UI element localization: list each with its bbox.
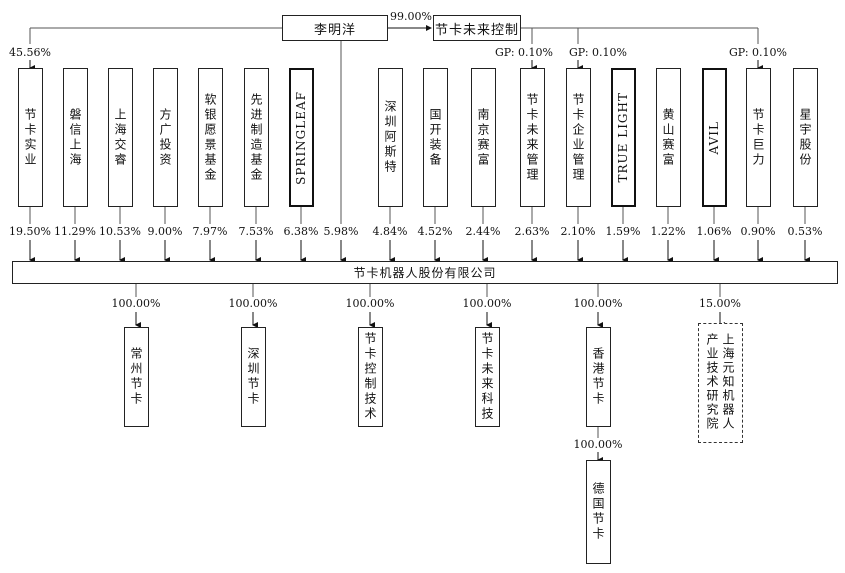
- sub-subsidiary-box: 德国节卡: [585, 460, 611, 564]
- shareholder-box: 节卡实业: [17, 68, 43, 207]
- shareholder-box-label: 黄山赛富: [661, 107, 675, 168]
- shareholder-box-label: 磐信上海: [68, 107, 82, 168]
- gp-label: GP: 0.10%: [569, 46, 627, 59]
- company-box: 节卡机器人股份有限公司: [12, 261, 838, 284]
- shareholder-box: 星宇股份: [792, 68, 818, 207]
- subsidiary-pct: 100.00%: [227, 297, 279, 310]
- shareholder-pct: 1.59%: [604, 225, 642, 238]
- shareholder-box: 南京赛富: [470, 68, 496, 207]
- gp-label: GP: 0.10%: [729, 46, 787, 59]
- shareholder-box-label: 先进制造基金: [249, 92, 263, 183]
- controller-to-platform-pct: 99.00%: [389, 10, 433, 23]
- shareholder-box-label: 节卡企业管理: [571, 92, 585, 183]
- subsidiary-pct: 100.00%: [110, 297, 162, 310]
- shareholder-pct: 2.63%: [513, 225, 551, 238]
- controller-to-shiye-pct: 45.56%: [8, 46, 52, 59]
- shareholder-pct: 0.53%: [786, 225, 824, 238]
- shareholder-box: 先进制造基金: [243, 68, 269, 207]
- subsidiary-box: 常州节卡: [123, 327, 149, 427]
- shareholder-pct: 4.52%: [416, 225, 454, 238]
- shareholder-box: 节卡未来管理: [519, 68, 545, 207]
- shareholder-box-label: AVIL: [707, 120, 721, 155]
- subsidiary-box-label: 节卡未来科技: [480, 332, 494, 422]
- shareholder-box-label: 上海交睿: [113, 107, 127, 168]
- shareholder-pct: 11.29%: [53, 225, 97, 238]
- shareholder-box-label: TRUE LIGHT: [616, 92, 630, 183]
- shareholder-box: AVIL: [701, 68, 727, 207]
- controller-box: 李明洋: [282, 15, 388, 41]
- subsidiary-pct: 100.00%: [572, 297, 624, 310]
- shareholder-box: TRUE LIGHT: [610, 68, 636, 207]
- subsidiary-pct: 100.00%: [461, 297, 513, 310]
- shareholder-box: 国开装备: [422, 68, 448, 207]
- controller-name: 李明洋: [313, 22, 356, 38]
- platform-name: 节卡未来控制: [434, 22, 519, 38]
- shareholder-pct: 0.90%: [739, 225, 777, 238]
- shareholder-box: 软银愿景基金: [197, 68, 223, 207]
- sub-subsidiary-pct: 100.00%: [572, 438, 624, 451]
- shareholder-box: 方广投资: [152, 68, 178, 207]
- subsidiary-box-label: 上海元知机器人产业技术研究院: [705, 333, 735, 431]
- shareholder-pct: 7.97%: [191, 225, 229, 238]
- shareholder-pct: 2.10%: [559, 225, 597, 238]
- shareholder-box-label: 星宇股份: [798, 107, 812, 168]
- shareholder-box-label: 软银愿景基金: [203, 92, 217, 183]
- shareholder-box-label: 节卡巨力: [751, 107, 765, 168]
- subsidiary-box: 香港节卡: [585, 327, 611, 427]
- shareholder-box-label: 节卡未来管理: [525, 92, 539, 183]
- shareholder-box: 节卡巨力: [745, 68, 771, 207]
- shareholder-box: SPRINGLEAF: [288, 68, 314, 207]
- shareholder-box-label: 方广投资: [158, 107, 172, 168]
- shareholder-pct: 6.38%: [282, 225, 320, 238]
- shareholder-box-label: 深圳阿斯特: [383, 100, 397, 175]
- platform-box: 节卡未来控制: [433, 15, 521, 41]
- subsidiary-box: 节卡未来科技: [474, 327, 500, 427]
- shareholder-pct: 1.22%: [649, 225, 687, 238]
- shareholder-box: 节卡企业管理: [565, 68, 591, 207]
- shareholder-pct: 10.53%: [98, 225, 142, 238]
- subsidiary-box-label: 常州节卡: [129, 347, 143, 407]
- shareholder-pct: 9.00%: [146, 225, 184, 238]
- shareholder-pct: 4.84%: [371, 225, 409, 238]
- shareholder-box: 黄山赛富: [655, 68, 681, 207]
- shareholder-box-label: 国开装备: [428, 107, 442, 168]
- subsidiary-pct: 15.00%: [698, 297, 742, 310]
- shareholder-box-label: SPRINGLEAF: [294, 90, 308, 185]
- subsidiary-box-label: 香港节卡: [591, 347, 605, 407]
- shareholder-pct: 7.53%: [237, 225, 275, 238]
- shareholder-box: 上海交睿: [107, 68, 133, 207]
- shareholder-pct: 19.50%: [8, 225, 52, 238]
- shareholder-box: 磐信上海: [62, 68, 88, 207]
- gp-label: GP: 0.10%: [495, 46, 553, 59]
- shareholder-pct: 1.06%: [695, 225, 733, 238]
- shareholder-box-label: 南京赛富: [476, 107, 490, 168]
- subsidiary-box: 深圳节卡: [240, 327, 266, 427]
- subsidiary-box: 节卡控制技术: [357, 327, 383, 427]
- subsidiary-box: 上海元知机器人产业技术研究院: [697, 323, 743, 443]
- shareholder-box-label: 节卡实业: [23, 107, 37, 168]
- shareholder-pct: 2.44%: [464, 225, 502, 238]
- subsidiary-box-label: 深圳节卡: [246, 347, 260, 407]
- sub-subsidiary-box-label: 德国节卡: [591, 482, 605, 542]
- shareholder-box: 深圳阿斯特: [377, 68, 403, 207]
- subsidiary-pct: 100.00%: [344, 297, 396, 310]
- controller-direct-pct: 5.98%: [322, 225, 360, 238]
- subsidiary-box-label: 节卡控制技术: [363, 332, 377, 422]
- company-name: 节卡机器人股份有限公司: [353, 266, 497, 280]
